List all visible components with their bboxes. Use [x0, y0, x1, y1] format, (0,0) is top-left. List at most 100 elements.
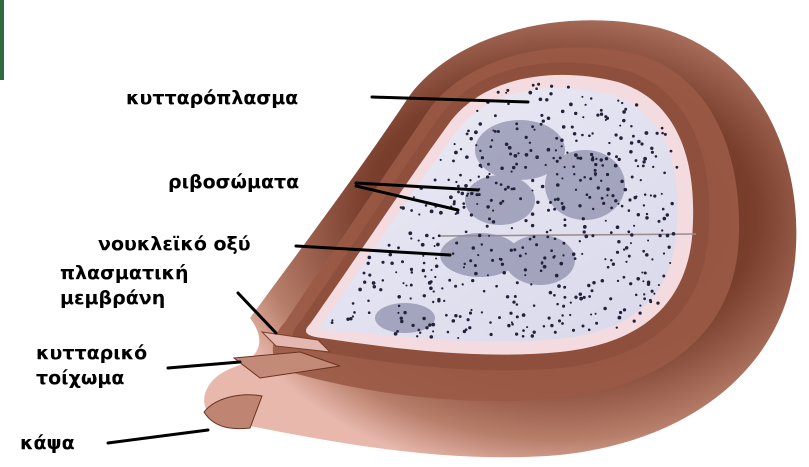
- ribosome-dot: [400, 320, 403, 323]
- ribosome-dot: [609, 297, 612, 300]
- ribosome-dot: [597, 186, 600, 189]
- ribosome-dot: [619, 136, 623, 140]
- ribosome-dot: [671, 202, 674, 205]
- ribosome-dot: [561, 322, 564, 325]
- ribosome-dot: [418, 240, 420, 242]
- ribosome-dot: [562, 305, 565, 308]
- ribosome-dot: [424, 275, 426, 277]
- ribosome-dot: [555, 274, 559, 278]
- ribosome-dot: [564, 218, 567, 221]
- ribosome-dot: [476, 110, 478, 112]
- ribosome-dot: [535, 87, 538, 90]
- ribosome-dot: [605, 157, 608, 160]
- ribosome-dot: [423, 262, 426, 265]
- ribosome-dot: [379, 288, 382, 291]
- ribosome-dot: [525, 153, 529, 157]
- ribosome-dot: [490, 199, 493, 202]
- label-cell-wall-line2: τοίχωμα: [36, 367, 124, 390]
- ribosome-dot: [509, 152, 512, 155]
- ribosome-dot: [556, 198, 559, 201]
- ribosome-dot: [556, 183, 560, 187]
- ribosome-dot: [633, 225, 635, 227]
- ribosome-dot: [472, 246, 476, 250]
- ribosome-dot: [579, 179, 582, 182]
- ribosome-dot: [639, 312, 642, 315]
- leader-line-capsule: [108, 430, 208, 443]
- ribosome-dot: [574, 296, 577, 299]
- ribosome-dot: [572, 252, 576, 256]
- ribosome-dot: [535, 155, 539, 159]
- ribosome-dot: [492, 210, 494, 212]
- ribosome-dot: [546, 236, 549, 239]
- ribosome-dot: [663, 252, 665, 254]
- ribosome-dot: [454, 143, 456, 145]
- ribosome-dot: [545, 164, 547, 166]
- ribosome-dot: [425, 326, 428, 329]
- ribosome-dot: [500, 167, 504, 171]
- ribosome-dot: [440, 159, 442, 161]
- ribosome-dot: [552, 157, 554, 159]
- ribosome-dot: [557, 284, 561, 288]
- ribosome-dot: [434, 276, 436, 278]
- ribosome-dot: [535, 243, 538, 246]
- ribosome-dot: [511, 323, 514, 326]
- ribosome-dot: [541, 261, 544, 264]
- ribosome-dot: [483, 290, 486, 293]
- ribosome-dot: [528, 91, 532, 95]
- ribosome-dot: [582, 217, 585, 220]
- ribosome-dot: [455, 213, 457, 215]
- ribosome-dot: [566, 151, 568, 153]
- ribosome-dot: [578, 204, 581, 207]
- ribosome-dot: [574, 257, 577, 260]
- ribosome-dot: [435, 257, 437, 259]
- ribosome-dot: [652, 166, 654, 168]
- ribosome-dot: [463, 330, 466, 333]
- ribosome-dot: [425, 234, 429, 238]
- ribosome-dot: [603, 307, 607, 311]
- ribosome-dot: [549, 201, 552, 204]
- ribosome-dot: [630, 125, 632, 127]
- ribosome-dot: [612, 263, 615, 266]
- ribosome-dot: [524, 219, 527, 222]
- ribosome-dot: [550, 249, 553, 252]
- ribosome-dot: [388, 244, 391, 247]
- ribosome-dot: [595, 313, 597, 315]
- ribosome-dot: [637, 165, 639, 167]
- ribosome-dot: [637, 213, 640, 216]
- ribosome-dot: [428, 323, 431, 326]
- ribosome-dot: [524, 268, 527, 271]
- ribosome-dot: [554, 237, 557, 240]
- ribosome-dot: [352, 315, 354, 317]
- ribosome-dot: [452, 252, 455, 255]
- ribosome-dot: [422, 317, 425, 320]
- ribosome-dot: [548, 317, 551, 320]
- ribosome-dot: [522, 313, 526, 317]
- ribosome-dot: [474, 130, 478, 134]
- ribosome-dot: [410, 297, 412, 299]
- ribosome-dot: [552, 256, 555, 259]
- ribosome-dot: [592, 281, 595, 284]
- ribosome-dot: [454, 151, 458, 155]
- ribosome-dot: [419, 331, 421, 333]
- ribosome-dot: [422, 255, 424, 257]
- ribosome-dot: [576, 157, 579, 160]
- ribosome-dot: [596, 114, 599, 117]
- ribosome-dot: [605, 220, 607, 222]
- ribosome-dot: [434, 179, 437, 182]
- ribosome-dot: [460, 148, 462, 150]
- ribosome-dot: [581, 134, 584, 137]
- ribosome-dot: [540, 269, 543, 272]
- ribosome-dot: [616, 225, 620, 229]
- ribosome-dot: [425, 204, 428, 207]
- ribosome-dot: [590, 97, 593, 100]
- ribosome-dot: [497, 91, 500, 94]
- ribosome-dot: [464, 184, 468, 188]
- ribosome-dot: [629, 282, 632, 285]
- ribosome-dot: [543, 265, 547, 269]
- ribosome-dot: [428, 281, 432, 285]
- ribosome-dot: [486, 225, 489, 228]
- ribosome-dot: [595, 322, 598, 325]
- ribosome-dot: [592, 156, 595, 159]
- ribosome-dot: [572, 329, 575, 332]
- ribosome-dot: [430, 269, 432, 271]
